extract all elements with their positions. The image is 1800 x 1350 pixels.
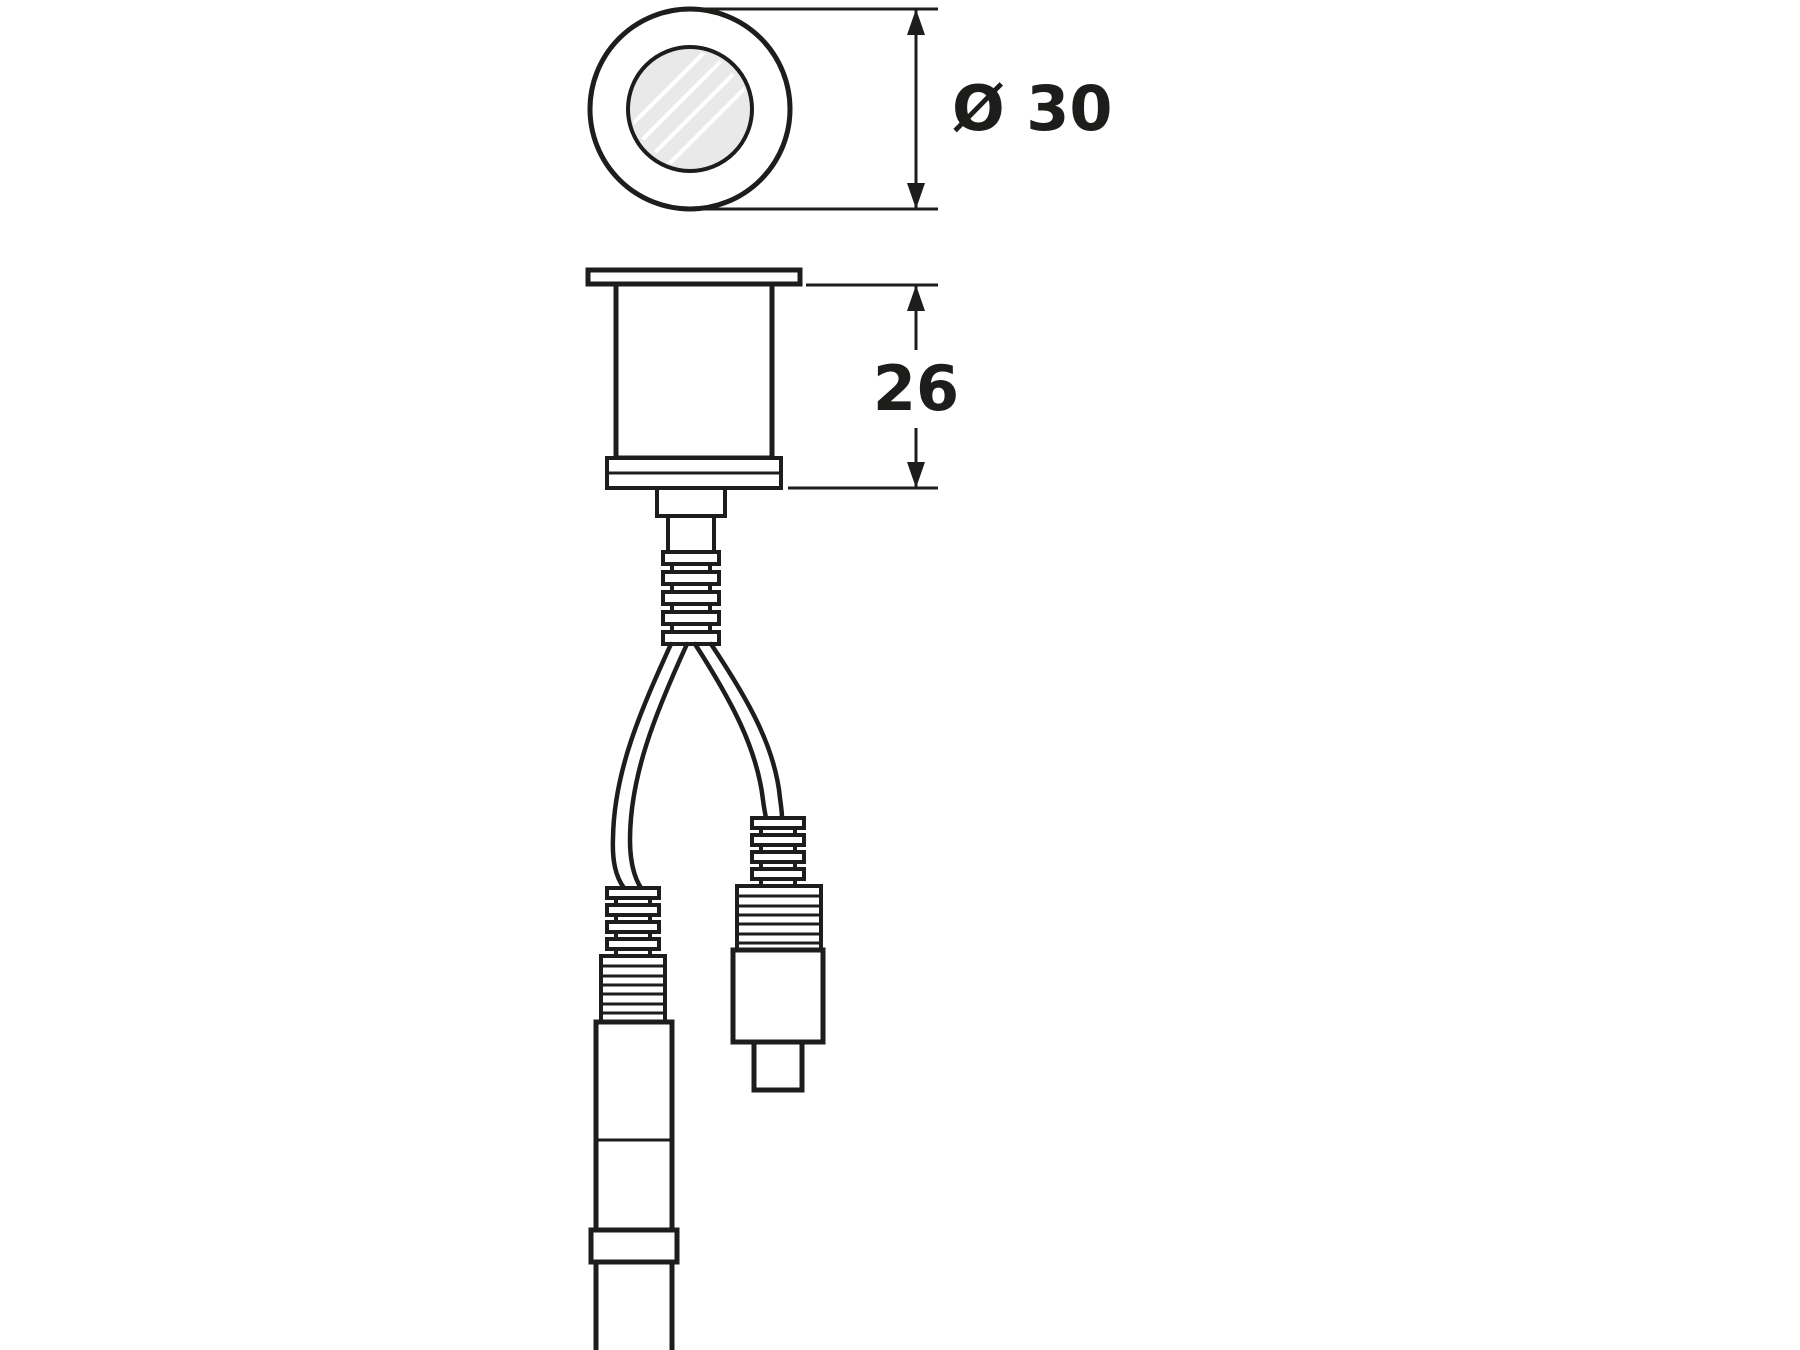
connector-right-tip <box>751 1039 805 1093</box>
arrow-down-icon <box>907 462 925 488</box>
rib <box>661 630 721 646</box>
dimension-diameter: Ø 30 <box>700 7 1113 211</box>
connector-right <box>730 816 826 1093</box>
connector-right-body <box>730 947 826 1045</box>
cable-edge <box>692 641 769 821</box>
arrow-up-icon <box>907 9 925 35</box>
side-view <box>585 267 803 891</box>
lens-hatch <box>632 51 748 167</box>
cable-right <box>692 641 785 821</box>
cable-edge <box>708 641 785 821</box>
connector-left <box>588 886 680 1350</box>
strain-relief-right <box>750 816 806 888</box>
housing-body <box>613 281 775 461</box>
cable-left <box>610 641 690 891</box>
connector-left-band <box>588 1227 680 1265</box>
neck-upper <box>655 486 727 518</box>
lens <box>626 45 754 173</box>
top-view <box>587 6 793 212</box>
knurled-section-right <box>735 884 823 952</box>
connector-left-body <box>593 1019 675 1233</box>
hatch-line <box>632 51 710 129</box>
knurled-section-left <box>599 954 667 1024</box>
hatch-line <box>666 85 748 167</box>
cable-edge <box>610 641 674 891</box>
hatch-line <box>653 72 735 154</box>
diameter-dimension-label: Ø 30 <box>952 72 1113 145</box>
arrow-down-icon <box>907 183 925 209</box>
strain-relief-left <box>605 886 661 958</box>
dimension-height: 26 <box>788 283 959 490</box>
neck-lower <box>666 514 716 556</box>
height-dimension-label: 26 <box>873 352 959 425</box>
connector-left-lower-body <box>593 1259 675 1350</box>
hatch-line <box>641 60 722 141</box>
arrow-up-icon <box>907 285 925 311</box>
cable-edge <box>627 641 690 891</box>
strain-relief-fixture <box>661 550 721 646</box>
